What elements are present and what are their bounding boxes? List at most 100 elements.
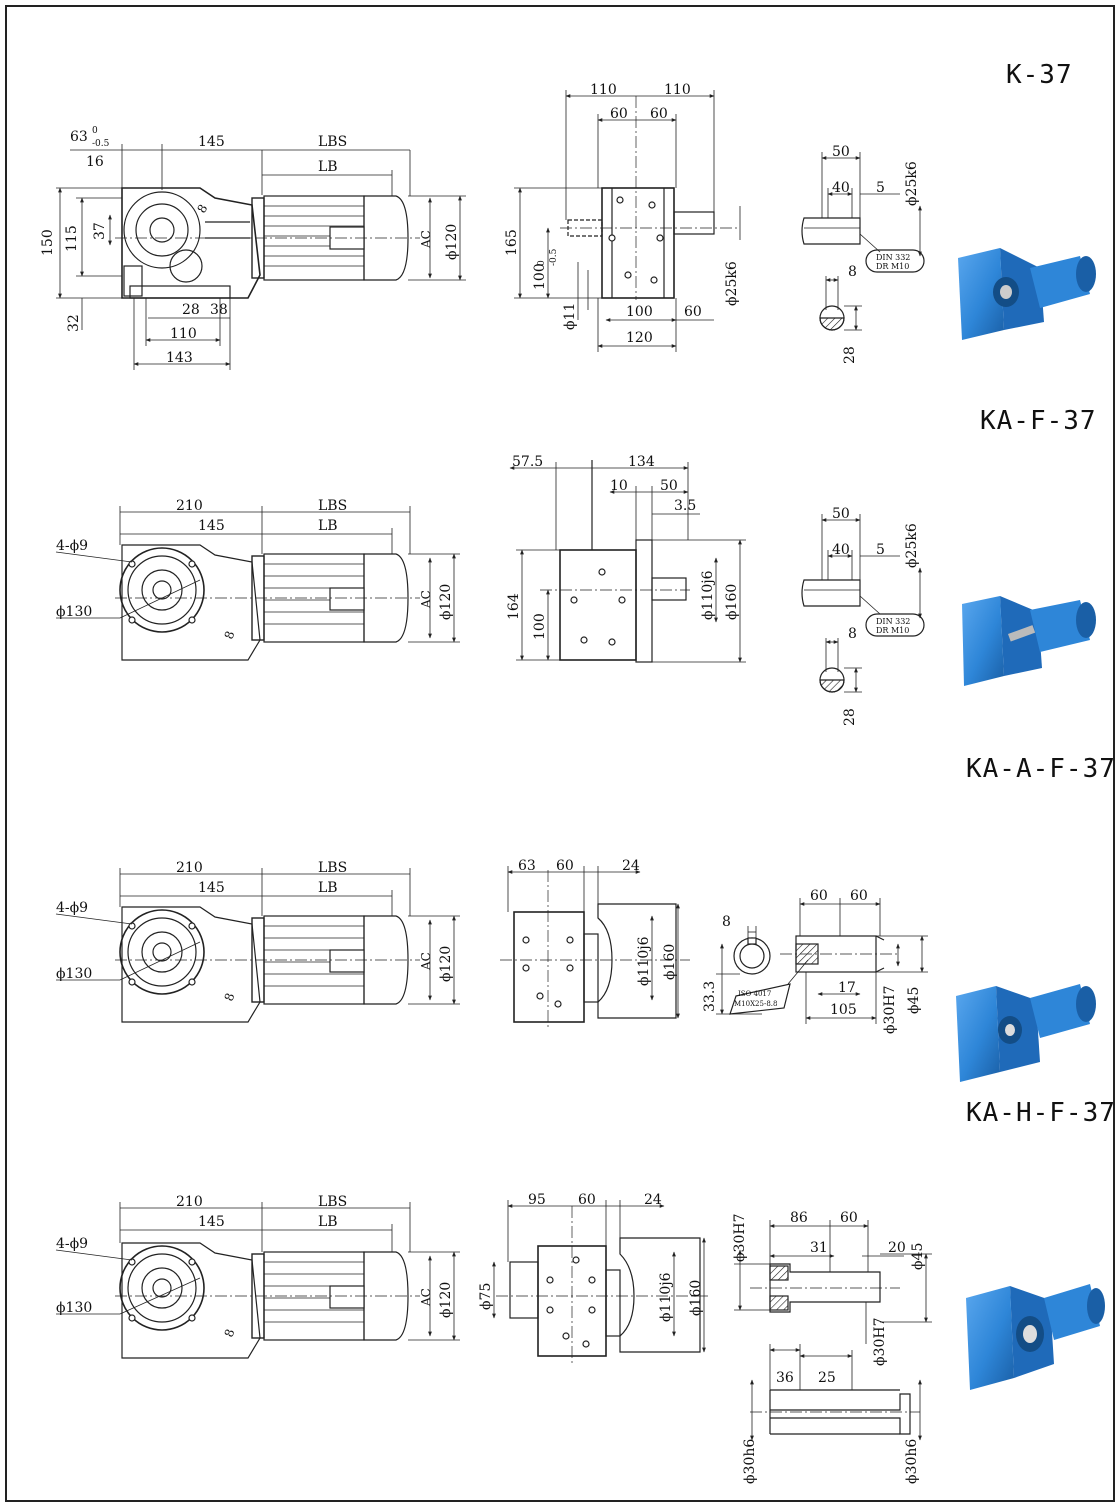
svg-text:50: 50 xyxy=(832,506,850,522)
kaaf37-side-view xyxy=(500,866,690,1030)
kaf37-side-labels: 57.5 134 10 50 3.5 164 100 ϕ110j6 ϕ160 xyxy=(506,454,740,640)
kaaf37-shaft-labels: 8 33.3 ISO 4017 M10X25-8.8 60 60 17 105 … xyxy=(702,888,922,1034)
svg-text:ϕ120: ϕ120 xyxy=(438,584,454,620)
product-photo-k37 xyxy=(958,248,1096,340)
svg-text:24: 24 xyxy=(622,858,640,874)
svg-text:4-ϕ9: 4-ϕ9 xyxy=(56,900,88,916)
svg-text:ϕ30H7: ϕ30H7 xyxy=(732,1214,748,1262)
svg-text:ϕ110j6: ϕ110j6 xyxy=(658,1272,674,1322)
svg-text:145: 145 xyxy=(198,518,225,534)
svg-text:LBS: LBS xyxy=(318,498,347,514)
svg-text:LB: LB xyxy=(318,880,338,896)
kaf37-shaft-detail xyxy=(801,514,925,693)
svg-text:3.5: 3.5 xyxy=(674,498,696,514)
svg-text:5: 5 xyxy=(876,542,885,558)
svg-text:100: 100 xyxy=(532,263,548,290)
svg-text:60: 60 xyxy=(684,304,702,320)
model-title-k37: K-37 xyxy=(1006,60,1073,90)
k37-side-labels: 110 110 60 60 165 100 0 -0.5 ϕ11 ϕ25k6 1… xyxy=(504,82,740,346)
svg-text:60: 60 xyxy=(556,858,574,874)
k37-shaft-labels: 50 40 5 ϕ25k6 DIN 332 DR M10 8 28 xyxy=(832,144,920,364)
svg-text:63: 63 xyxy=(70,129,88,145)
svg-text:60: 60 xyxy=(840,1210,858,1226)
svg-text:-0.5: -0.5 xyxy=(92,139,110,149)
kaf37-shaft-labels: 50 40 5 ϕ25k6 DIN 332 DR M10 8 28 xyxy=(832,506,920,726)
model-title-kaaf37: KA-A-F-37 xyxy=(966,754,1116,784)
svg-text:210: 210 xyxy=(176,1194,203,1210)
kahf37-front-view xyxy=(55,1202,460,1359)
k37-side-view xyxy=(514,90,741,352)
kaaf37-side-labels: 63 60 24 ϕ110j6 ϕ160 xyxy=(518,858,678,986)
svg-text:8: 8 xyxy=(722,914,731,930)
svg-text:ϕ25k6: ϕ25k6 xyxy=(904,523,920,568)
kahf37-side-labels: 95 60 24 ϕ75 ϕ110j6 ϕ160 xyxy=(478,1192,704,1322)
svg-text:86: 86 xyxy=(790,1210,808,1226)
svg-text:ϕ45: ϕ45 xyxy=(906,987,922,1014)
svg-text:DIN 332: DIN 332 xyxy=(876,253,910,262)
svg-text:32: 32 xyxy=(66,314,82,332)
svg-text:24: 24 xyxy=(644,1192,662,1208)
model-title-kahf37: KA-H-F-37 xyxy=(966,1098,1116,1128)
kahf37-shaft-detail xyxy=(734,1220,932,1441)
kahf37-front-labels: 210 LBS 145 LB 4-ϕ9 ϕ130 AC ϕ120 8 xyxy=(56,1194,454,1339)
svg-text:ϕ130: ϕ130 xyxy=(56,604,92,620)
svg-text:ϕ120: ϕ120 xyxy=(444,224,460,260)
svg-text:50: 50 xyxy=(660,478,678,494)
product-photo-kahf37 xyxy=(966,1284,1105,1390)
svg-text:50: 50 xyxy=(832,144,850,160)
svg-text:17: 17 xyxy=(838,980,856,996)
svg-text:ϕ45: ϕ45 xyxy=(910,1243,926,1270)
svg-text:40: 40 xyxy=(832,180,850,196)
svg-text:60: 60 xyxy=(810,888,828,904)
svg-text:ϕ160: ϕ160 xyxy=(724,584,740,620)
svg-text:40: 40 xyxy=(832,542,850,558)
kaf37-front-view xyxy=(55,506,460,661)
svg-text:60: 60 xyxy=(578,1192,596,1208)
svg-text:100: 100 xyxy=(532,613,548,640)
svg-text:145: 145 xyxy=(198,880,225,896)
svg-text:ϕ30H7: ϕ30H7 xyxy=(872,1318,888,1366)
svg-text:DIN 332: DIN 332 xyxy=(876,617,910,626)
svg-text:ϕ120: ϕ120 xyxy=(438,946,454,982)
k37-shaft-detail xyxy=(801,152,925,331)
svg-text:31: 31 xyxy=(810,1240,828,1256)
svg-text:DR M10: DR M10 xyxy=(876,262,909,271)
svg-text:95: 95 xyxy=(528,1192,546,1208)
svg-text:210: 210 xyxy=(176,860,203,876)
kahf37-side-view xyxy=(492,1200,710,1366)
svg-text:DR M10: DR M10 xyxy=(876,626,909,635)
svg-text:4-ϕ9: 4-ϕ9 xyxy=(56,538,88,554)
model-title-kaf37: KA-F-37 xyxy=(980,406,1097,436)
svg-text:164: 164 xyxy=(506,593,522,620)
svg-text:37: 37 xyxy=(92,222,108,240)
svg-text:120: 120 xyxy=(626,330,653,346)
svg-text:60: 60 xyxy=(610,106,628,122)
svg-text:LB: LB xyxy=(318,159,338,175)
svg-text:ISO 4017: ISO 4017 xyxy=(738,990,771,998)
svg-text:8: 8 xyxy=(848,264,857,280)
product-photo-kaaf37 xyxy=(956,984,1096,1082)
svg-text:ϕ160: ϕ160 xyxy=(688,1280,704,1316)
svg-text:150: 150 xyxy=(40,229,56,256)
svg-text:0: 0 xyxy=(537,260,547,266)
svg-text:ϕ110j6: ϕ110j6 xyxy=(636,936,652,986)
svg-text:ϕ30h6: ϕ30h6 xyxy=(904,1439,920,1484)
svg-text:4-ϕ9: 4-ϕ9 xyxy=(56,1236,88,1252)
svg-text:ϕ130: ϕ130 xyxy=(56,1300,92,1316)
svg-text:AC: AC xyxy=(419,1288,433,1307)
svg-text:110: 110 xyxy=(170,326,197,342)
svg-text:M10X25-8.8: M10X25-8.8 xyxy=(734,1000,777,1008)
svg-text:36: 36 xyxy=(776,1370,794,1386)
svg-text:LBS: LBS xyxy=(318,1194,347,1210)
kaf37-side-view xyxy=(509,460,746,663)
svg-text:ϕ25k6: ϕ25k6 xyxy=(724,261,740,306)
kaaf37-front-labels: 210 LBS 145 LB 4-ϕ9 ϕ130 AC ϕ120 8 xyxy=(56,860,454,1003)
svg-text:25: 25 xyxy=(818,1370,836,1386)
svg-text:8: 8 xyxy=(848,626,857,642)
svg-text:8: 8 xyxy=(222,629,238,641)
svg-text:ϕ75: ϕ75 xyxy=(478,1283,494,1310)
svg-text:28: 28 xyxy=(182,302,200,318)
svg-text:143: 143 xyxy=(166,350,193,366)
k37-front-view xyxy=(56,144,466,370)
kaf37-front-labels: 210 LBS 145 LB 4-ϕ9 ϕ130 AC ϕ120 8 xyxy=(56,498,454,641)
